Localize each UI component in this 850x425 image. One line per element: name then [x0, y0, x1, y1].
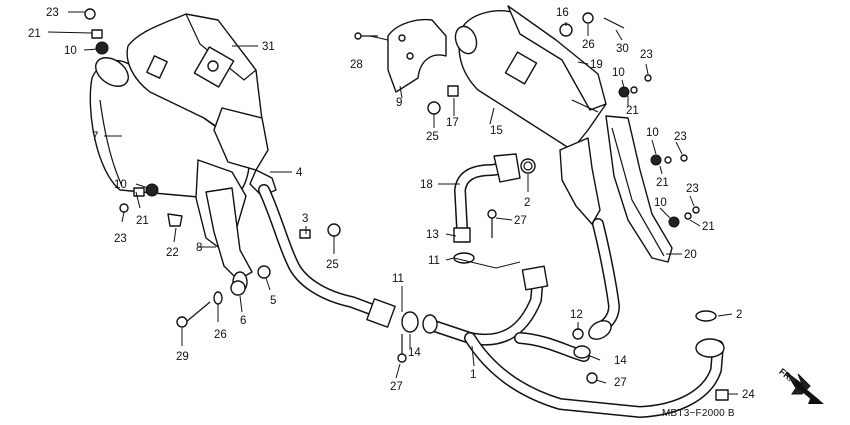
right-muffler: [454, 5, 607, 225]
center-heat-shield: [387, 18, 447, 93]
callout-22: 22: [166, 247, 179, 259]
callout-11: 11: [428, 255, 440, 267]
callout-25: 25: [326, 259, 339, 271]
callout-23: 23: [46, 7, 59, 19]
callout-10: 10: [64, 45, 77, 57]
callout-2: 2: [736, 309, 742, 321]
front-direction-arrow-icon: [785, 371, 824, 404]
callout-27: 27: [614, 377, 627, 389]
callout-labels: 23 21 10 31 7 4 10 21 23 22 8 3 25 5 6 2…: [28, 7, 755, 401]
callout-10: 10: [654, 197, 667, 209]
left-pipe-body: [213, 107, 396, 328]
callout-8: 8: [196, 242, 202, 254]
callout-23: 23: [686, 183, 699, 195]
callout-1: 1: [470, 369, 476, 381]
hardware: [84, 8, 729, 401]
callout-27: 27: [390, 381, 403, 393]
callout-23: 23: [674, 131, 687, 143]
callout-2: 2: [524, 197, 530, 209]
callout-30: 30: [616, 43, 629, 55]
callout-14: 14: [614, 355, 627, 367]
right-pipe: [588, 218, 620, 340]
callout-16: 16: [556, 7, 569, 19]
callout-21: 21: [136, 215, 149, 227]
callout-29: 29: [176, 351, 189, 363]
callout-23: 23: [114, 233, 127, 245]
callout-21: 21: [656, 177, 669, 189]
callout-13: 13: [426, 229, 439, 241]
callout-19: 19: [590, 59, 603, 71]
callout-10: 10: [114, 179, 127, 191]
callout-14: 14: [408, 347, 421, 359]
callout-23: 23: [640, 49, 653, 61]
callout-4: 4: [296, 167, 303, 179]
callout-21: 21: [28, 28, 41, 40]
callout-11: 11: [392, 273, 404, 285]
callout-12: 12: [570, 309, 583, 321]
callout-28: 28: [350, 59, 363, 71]
callout-9: 9: [396, 97, 402, 109]
callout-27: 27: [514, 215, 527, 227]
callout-10: 10: [646, 127, 659, 139]
crossover-pipe: [454, 153, 536, 234]
callout-17: 17: [446, 117, 459, 129]
callout-25: 25: [426, 131, 439, 143]
callout-20: 20: [684, 249, 697, 261]
callout-18: 18: [420, 179, 433, 191]
callout-10: 10: [612, 67, 625, 79]
callout-26: 26: [582, 39, 595, 51]
callout-15: 15: [490, 125, 503, 137]
callout-21: 21: [702, 221, 715, 233]
callout-24: 24: [742, 389, 755, 401]
callout-31: 31: [262, 41, 275, 53]
callout-26: 26: [214, 329, 227, 341]
callout-7: 7: [92, 131, 98, 143]
callout-21: 21: [626, 105, 639, 117]
diagram-code: MBT3−F2000 B: [662, 408, 735, 419]
leader-lines: [47, 11, 738, 395]
center-exhaust-pipe: [422, 265, 725, 418]
callout-6: 6: [240, 315, 246, 327]
callout-5: 5: [270, 295, 276, 307]
right-heat-shield: [605, 115, 673, 263]
callout-3: 3: [302, 213, 308, 225]
